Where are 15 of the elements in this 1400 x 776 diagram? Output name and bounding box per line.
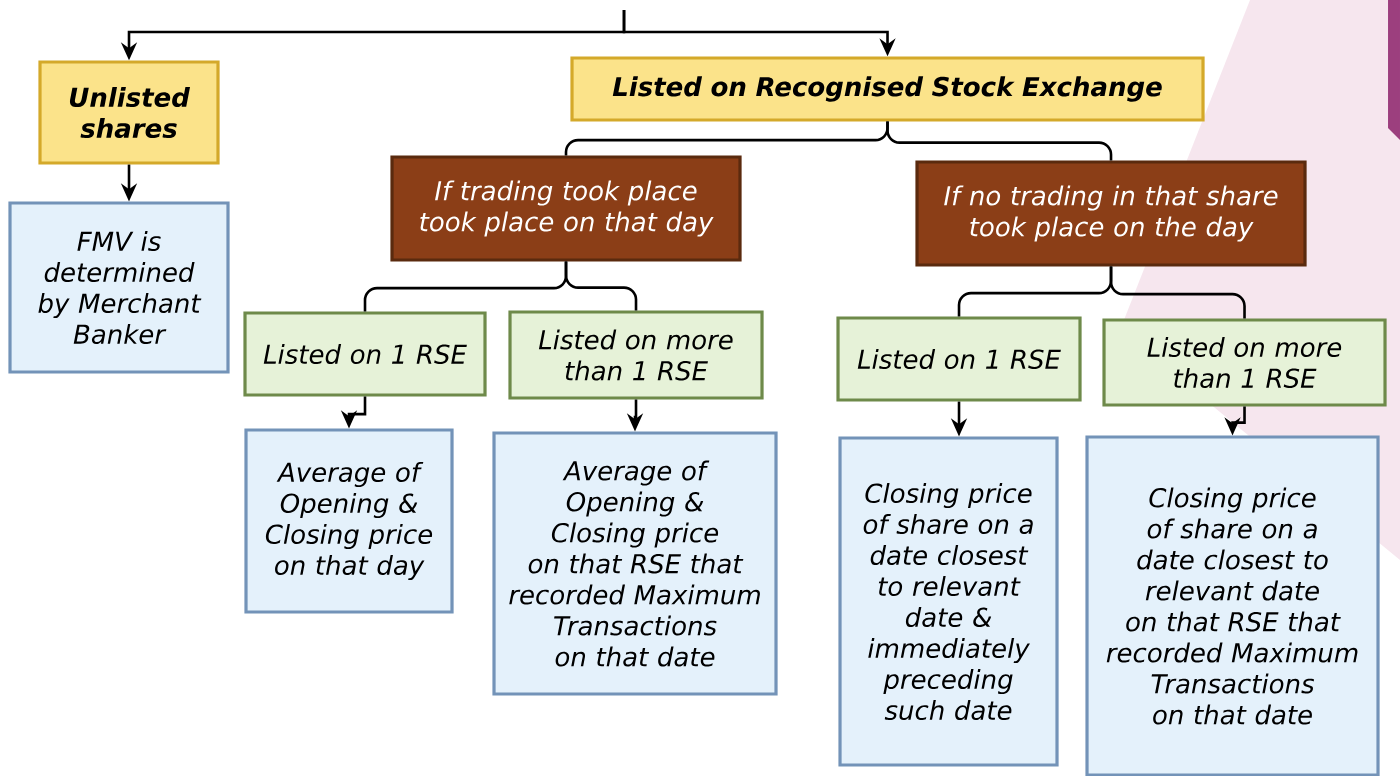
result-box: Closing price of share on a date closest to relevant date on that RSE that recorded Maximum Transactions on that date [1085, 435, 1380, 776]
result-box: Average of Opening & Closing price on that day [244, 428, 454, 614]
connector [564, 261, 638, 311]
option-box: Listed on more than 1 RSE [508, 310, 764, 400]
result-box: Average of Opening & Closing price on that RSE that recorded Maximum Transactions on that date [492, 431, 778, 696]
option-box: Listed on 1 RSE [243, 311, 487, 397]
condition-box: If trading took place took place on that day [390, 155, 742, 262]
category-box: Unlisted shares [38, 60, 220, 165]
result-box: Closing price of share on a date closest to relevant date & immediately preceding such date [838, 436, 1059, 767]
connector [1109, 266, 1246, 319]
condition-box: If no trading in that share took place on the day [915, 160, 1307, 267]
option-box: Listed on 1 RSE [836, 316, 1082, 402]
category-box: Listed on Recognised Stock Exchange [570, 56, 1205, 122]
result-box: FMV is determined by Merchant Banker [8, 201, 230, 374]
option-box: Listed on more than 1 RSE [1102, 318, 1387, 407]
